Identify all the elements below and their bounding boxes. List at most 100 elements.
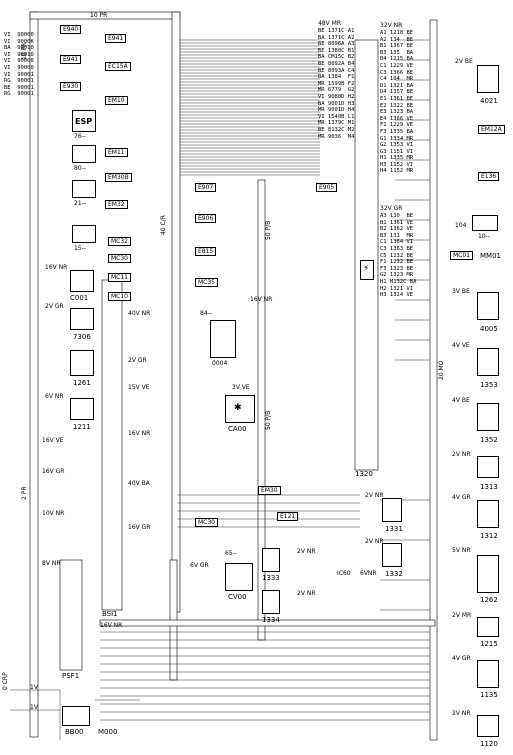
module-15 (72, 225, 96, 243)
connector-2vnr-a: 2V NR (452, 451, 471, 458)
component-1331 (382, 498, 402, 522)
connector-2vnr-f: 2V NR (297, 590, 316, 597)
code-em12a: EM12A (478, 125, 505, 134)
connector-16vve: 16V VE (42, 437, 64, 444)
code-1313: 1313 (480, 483, 498, 491)
code-1120: 1120 (480, 740, 498, 748)
left-harness (29, 11, 39, 738)
code-e121: E121 (277, 512, 299, 521)
connector-15vve: 15V VE (128, 384, 150, 391)
connector-4vbe: 4V BE (452, 397, 470, 404)
code-em10: EM10 (105, 96, 128, 105)
connector-3vve: 3V VE (232, 384, 250, 391)
code-1135: 1135 (480, 691, 498, 699)
component-4021 (477, 65, 499, 93)
code-em32: EM32 (105, 200, 128, 209)
connector-16vnr2: 16V NR (128, 430, 151, 437)
connector-6vnr: 6VNR (360, 570, 377, 577)
component-1215 (477, 617, 499, 637)
label-65: 65-- (225, 550, 237, 557)
component-ca00: ✱ (225, 395, 255, 423)
component-bb00 (62, 706, 90, 726)
label-80: 80-- (74, 165, 86, 172)
code-psf1: PSF1 (62, 672, 80, 680)
component-1352 (477, 403, 499, 431)
connector-32v: 32V NR (380, 22, 403, 29)
ca00-icon: ✱ (234, 403, 242, 413)
component-1353 (477, 348, 499, 376)
code-mc35: MC35 (195, 278, 219, 287)
code-e941b: E941 (105, 34, 127, 43)
code-1261: 1261 (73, 379, 91, 387)
code-1334: 1334 (262, 616, 280, 624)
code-m000: M000 (98, 728, 118, 736)
pins-32v: A1 1218 BE A2 134 BE B1 1367 BE B3 135 B… (380, 30, 414, 175)
code-mc30b: MC30 (195, 518, 219, 527)
component-1333 (262, 548, 280, 572)
code-em30b: EM30B (105, 173, 132, 182)
module-21 (72, 180, 96, 198)
code-1352: 1352 (480, 436, 498, 444)
connector-40vnr: 40V NR (128, 310, 151, 317)
connector-16vnr3: 16V NR (250, 296, 273, 303)
component-0004 (210, 320, 236, 358)
component-1313 (477, 456, 499, 478)
label-104: 104 (455, 222, 467, 229)
pins-top-left: VI 90000 VI 9000K BA 90010 VI 90010 VI 9… (4, 32, 34, 98)
connector-2vnr-e: 2V NR (297, 548, 316, 555)
code-e136: E136 (478, 172, 500, 181)
component-1135 (477, 660, 499, 688)
bus-label-left-cap: 0 CRP (2, 672, 9, 690)
code-1211: 1211 (73, 423, 91, 431)
code-bb00: BB00 (65, 728, 84, 736)
connector-2vnr-d: 2V NR (365, 538, 384, 545)
code-bsi1: BSI1 (102, 610, 118, 618)
code-mc32: MC32 (108, 237, 132, 246)
connector-16vgr: 16V GR (42, 468, 65, 475)
connector-16vnr4: 16V NR (100, 622, 123, 629)
esp-module: ESP (72, 110, 96, 132)
component-1262 (477, 555, 499, 593)
code-1333: 1333 (262, 574, 280, 582)
code-1331: 1331 (385, 525, 403, 533)
code-e907: E907 (195, 183, 217, 192)
connector-4vgr-b: 4V GR (452, 655, 471, 662)
code-1312: 1312 (480, 532, 498, 540)
code-4005: 4005 (480, 325, 498, 333)
bus-label-mid-c: 40 C/R (160, 215, 167, 235)
connector-2vgr: 2V GR (45, 303, 64, 310)
lightning-icon: ⚡ (363, 264, 370, 274)
code-mc30: MC30 (108, 254, 132, 263)
bus-label-left-bottom: 2 PR (21, 486, 28, 500)
label-10: 10-- (478, 233, 490, 240)
connector-48v: 48V MR (318, 20, 341, 27)
connector-6vnr: 6V NR (45, 393, 64, 400)
connector-40vba: 40V BA (128, 480, 150, 487)
code-mc10: MC10 (108, 292, 132, 301)
bus-label-bf: 50 P/B (265, 410, 272, 430)
connector-3vbe: 3V BE (452, 288, 470, 295)
component-1334 (262, 590, 280, 614)
code-0004: 0004 (212, 360, 228, 367)
connector-4vve: 4V VE (452, 342, 470, 349)
module-10 (472, 215, 498, 231)
code-1332: 1332 (385, 570, 403, 578)
pins-32vgr: A3 130 BE B1 1361 VE B2 1362 VE B3 131 M… (380, 213, 417, 299)
bus-label-top: 10 PR (90, 12, 108, 19)
code-e940: E940 (60, 25, 82, 34)
connector-8vnr: 8V NR (42, 560, 61, 567)
module-80 (72, 145, 96, 163)
code-em11: EM11 (105, 148, 128, 157)
component-c001 (70, 270, 94, 292)
code-e906: E906 (195, 214, 217, 223)
code-ec15a: EC15A (105, 62, 131, 71)
component-1261 (70, 350, 94, 376)
code-e941: E941 (60, 55, 82, 64)
label-84: 84-- (200, 310, 212, 317)
bus-label-mid-d: 50 P/B (265, 220, 272, 240)
connector-2vgr2: 2V GR (128, 357, 147, 364)
code-ic60: IC60 (337, 570, 351, 577)
code-e930: E930 (60, 82, 82, 91)
